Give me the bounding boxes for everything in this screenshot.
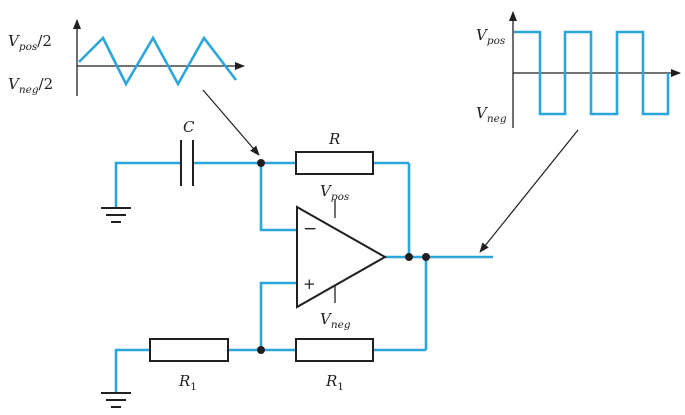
op-amp: − + Vpos Vneg (296, 182, 388, 331)
divider-resistor-label: R1 (325, 372, 344, 393)
noninverting-sign: + (303, 275, 316, 293)
square-wave-graph: Vpos Vneg (476, 11, 681, 128)
square-pointer-arrow (479, 129, 579, 253)
wire-r1-ground (114, 348, 150, 393)
supply-pos-label: Vpos (320, 182, 350, 203)
supply-neg-label: Vneg (320, 310, 351, 331)
triangle-wave-graph: Vpos/2 Vneg/2 (8, 19, 245, 96)
feedback-resistor-label: R (328, 130, 340, 148)
circuit-wires (114, 161, 493, 393)
junction-dot-divider (257, 346, 265, 354)
capacitor-symbol (180, 140, 194, 186)
triangle-bottom-label: Vneg/2 (8, 75, 53, 96)
triangle-waveform (78, 35, 238, 87)
triangle-pointer-arrow (202, 89, 260, 156)
inverting-sign: − (303, 219, 317, 239)
wire-capacitor-left (114, 161, 181, 208)
junction-dot-inverting (257, 159, 265, 167)
capacitor-label: C (183, 118, 195, 136)
ground-resistor-r1 (149, 338, 229, 362)
ground-resistor-label: R1 (178, 372, 197, 393)
junction-dot-output-b (422, 253, 430, 261)
op-amp-triangle (296, 205, 388, 309)
square-bottom-label: Vneg (476, 104, 507, 125)
wire-inverting-input (259, 163, 297, 232)
ground-symbol-bottom (101, 392, 131, 408)
square-top-label: Vpos (476, 26, 506, 47)
square-waveform (514, 30, 670, 116)
ground-symbol-top (101, 207, 131, 223)
triangle-top-label: Vpos/2 (8, 32, 52, 53)
divider-resistor-r1 (295, 338, 374, 362)
junction-dot-output-a (405, 253, 413, 261)
feedback-resistor (295, 151, 374, 175)
wire-noninverting-input (259, 281, 297, 350)
